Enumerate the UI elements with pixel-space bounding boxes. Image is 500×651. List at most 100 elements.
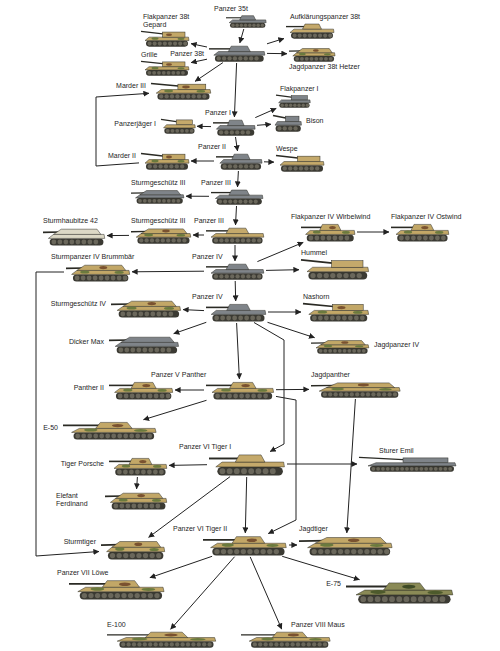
tank-label: Sturmhaubitze 42 bbox=[42, 217, 99, 225]
tank-label: Flakpanzer 38t Gepard bbox=[142, 13, 192, 29]
tank-illustration bbox=[160, 118, 196, 134]
tank-node: Sturer Emil bbox=[358, 456, 458, 472]
tank-label: Panzer III bbox=[200, 179, 232, 187]
tank-illustration bbox=[108, 334, 180, 354]
connector-arrow bbox=[175, 390, 204, 391]
tank-node: Hummel bbox=[300, 258, 370, 280]
connector-arrow bbox=[268, 322, 315, 337]
connector-arrow bbox=[96, 93, 149, 166]
tank-label: Hummel bbox=[300, 249, 328, 257]
tank-node: Jagdpanzer IV bbox=[310, 338, 370, 354]
tank-node: E-75 bbox=[345, 580, 455, 604]
tank-illustration bbox=[42, 226, 106, 246]
tank-illustration bbox=[140, 152, 190, 170]
tank-illustration bbox=[100, 538, 166, 560]
connector-arrow bbox=[240, 29, 244, 43]
tank-illustration bbox=[110, 298, 182, 318]
tank-node: Panzer I bbox=[212, 118, 256, 136]
tank-node: Panzer VII Löwe bbox=[68, 578, 166, 600]
tank-label: Tiger Porsche bbox=[60, 460, 105, 468]
tank-node: Flakpanzer 38t Gepard bbox=[140, 30, 190, 47]
connector-arrow bbox=[237, 171, 239, 187]
tank-label: Panzerjäger I bbox=[113, 120, 157, 128]
tank-node: E-50 bbox=[62, 420, 158, 440]
tank-node: Dicker Max bbox=[108, 334, 180, 354]
connector-arrow bbox=[254, 323, 284, 452]
tank-node: Flakpanzer IV Ostwind bbox=[390, 222, 450, 242]
connector-arrow bbox=[36, 272, 99, 556]
tank-node: Aufklärungspanzer 38t bbox=[285, 22, 335, 39]
tank-illustration bbox=[240, 630, 332, 648]
tank-label: Panzer VII Löwe bbox=[56, 569, 109, 577]
tank-illustration bbox=[275, 94, 311, 108]
connector-arrow bbox=[169, 464, 207, 466]
tank-label: Jagdpanzer 38t Hetzer bbox=[288, 63, 361, 71]
tank-illustration bbox=[205, 262, 265, 280]
connector-arrow bbox=[186, 196, 209, 197]
tank-label: Panzer IV bbox=[191, 293, 224, 301]
tank-node: Bison bbox=[272, 114, 302, 132]
tank-illustration bbox=[288, 46, 336, 62]
connector-arrow bbox=[132, 271, 204, 273]
tank-illustration bbox=[345, 580, 455, 604]
tank-illustration bbox=[104, 490, 168, 510]
tank-illustration bbox=[285, 22, 335, 39]
tank-label: Grille bbox=[140, 51, 158, 59]
tank-node: Marder II bbox=[140, 152, 190, 170]
tank-node: Panzer IV bbox=[205, 302, 267, 322]
connector-arrow bbox=[257, 242, 303, 261]
tank-label: Sturmgeschütz IV bbox=[50, 300, 107, 308]
tank-label: Sturmgeschütz III bbox=[130, 179, 186, 187]
tank-node: Panzer VIII Maus bbox=[240, 630, 332, 648]
tank-illustration bbox=[300, 258, 370, 280]
tank-illustration bbox=[140, 60, 190, 76]
tank-label: Jagdpanther bbox=[310, 371, 351, 379]
connector-arrow bbox=[257, 124, 271, 125]
tank-node: Jagdtiger bbox=[298, 534, 394, 556]
connector-arrow bbox=[171, 557, 235, 630]
tank-label: Sturmpanzer IV Brummbär bbox=[50, 253, 135, 261]
connector-arrow bbox=[197, 126, 211, 127]
tank-illustration bbox=[225, 14, 267, 28]
tank-label: Jagdtiger bbox=[298, 525, 329, 533]
connector-arrow bbox=[174, 322, 207, 333]
connector-arrow bbox=[357, 232, 389, 233]
tank-node: Panzer III bbox=[210, 188, 264, 205]
connector-arrow bbox=[234, 63, 236, 117]
tank-node: Panzer V Panther bbox=[205, 380, 275, 400]
connector-arrow bbox=[144, 400, 207, 419]
connector-arrow bbox=[237, 323, 240, 379]
tank-node: Elefant Ferdinand bbox=[104, 490, 168, 510]
tank-illustration bbox=[358, 456, 458, 472]
tank-label: Flakpanzer IV Ostwind bbox=[390, 213, 462, 221]
connector-arrow bbox=[136, 477, 138, 489]
tank-label: Panzer VI Tiger II bbox=[172, 525, 228, 533]
connector-arrow bbox=[255, 108, 276, 117]
tank-label: Jagdpanzer IV bbox=[373, 341, 420, 349]
tank-illustration bbox=[302, 302, 370, 322]
connector-arrow bbox=[268, 312, 301, 313]
tank-node: Sturmhaubitze 42 bbox=[42, 226, 106, 246]
tank-illustration bbox=[68, 578, 166, 600]
tank-label: Panzer 35t bbox=[213, 5, 249, 13]
tank-node: Sturmgeschütz IV bbox=[110, 298, 182, 318]
tank-node: E-100 bbox=[106, 630, 218, 648]
tank-label: Aufklärungspanzer 38t bbox=[289, 13, 361, 21]
tank-label: Sturmtiger bbox=[63, 538, 97, 546]
tank-node: Tiger Porsche bbox=[108, 456, 168, 476]
connector-arrow bbox=[282, 556, 359, 579]
connector-arrow bbox=[347, 399, 356, 533]
connector-arrow bbox=[266, 269, 299, 271]
tank-illustration bbox=[205, 302, 267, 322]
tank-illustration bbox=[108, 456, 168, 476]
tank-illustration bbox=[310, 380, 402, 398]
connector-arrow bbox=[107, 235, 129, 236]
tank-label: Panzer 38t bbox=[169, 50, 205, 58]
tank-label: Dicker Max bbox=[68, 338, 105, 346]
connector-arrow bbox=[267, 39, 284, 44]
tank-label: Wespe bbox=[275, 145, 299, 153]
tank-label: Panzer IV bbox=[191, 253, 224, 261]
tank-label: Panzer VIII Maus bbox=[290, 621, 346, 629]
tank-node: Flakpanzer IV Wirbelwind bbox=[300, 222, 356, 242]
tank-label: E-75 bbox=[325, 580, 342, 588]
